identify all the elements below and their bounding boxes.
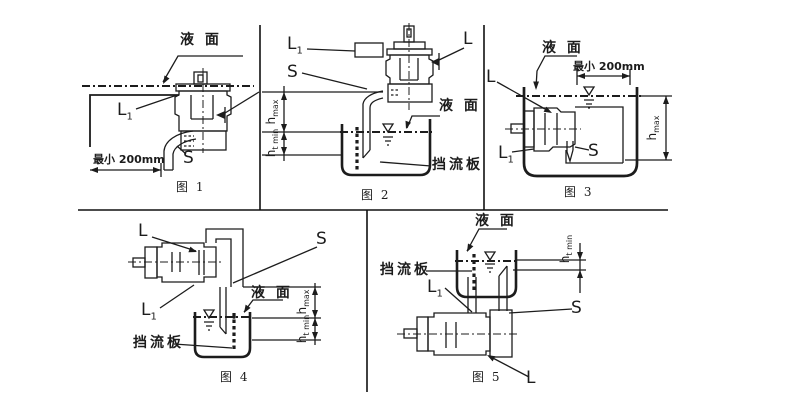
fig2-liquid-label-leader <box>406 115 440 129</box>
fig4-baffle-label: 挡流板 <box>133 335 184 351</box>
fig4-level-symbol <box>202 309 216 320</box>
fig1-liquid-label-leader <box>162 55 243 83</box>
fig5-liquid-label-leader <box>466 228 507 252</box>
fig5-l1-label: L1 <box>427 277 443 300</box>
fig5-hmin-label: ht min <box>557 234 575 264</box>
fig2-drawing <box>262 23 465 177</box>
fig1-caption: 图 1 <box>176 180 206 194</box>
fig4-hmin-label: ht min <box>294 314 312 344</box>
fig3-suction-label: S <box>588 141 599 161</box>
fig1-l1-label: L1 <box>117 100 133 123</box>
fig4-drawing <box>128 228 321 359</box>
fig1-suction-pipe <box>163 130 194 170</box>
fig4-leak-port-label: L <box>138 221 148 241</box>
fig3-l1-leader <box>511 148 535 153</box>
fig2-l-leader <box>438 47 465 61</box>
fig1-drawing <box>82 55 260 177</box>
fig3-suction-chamber <box>565 106 624 164</box>
fig1-port-leader <box>224 91 260 114</box>
fig3-l-leader <box>496 81 546 110</box>
fig2-baffle-leader <box>379 161 432 167</box>
fig3-s-leader <box>574 146 590 151</box>
fig1-l1-leader <box>135 94 178 110</box>
fig4-l-leader <box>151 236 197 252</box>
fig4-baffle-leader <box>173 343 233 349</box>
fig2-liquid-surface-label: 液 面 <box>439 98 481 114</box>
fig5-suction-pipe <box>498 265 508 311</box>
fig4-liquid-label-leader <box>243 299 283 313</box>
fig2-suction-pipe <box>362 90 384 158</box>
fig3-caption: 图 3 <box>564 185 594 199</box>
fig4-liquid-surface-label: 液 面 <box>251 285 293 301</box>
fig5-l-leader <box>488 355 530 378</box>
fig5-leak-port-label: L <box>526 368 536 388</box>
fig5-tank <box>455 250 518 299</box>
fig4-suction-label: S <box>316 229 327 249</box>
fig5-l1-leader <box>444 287 473 313</box>
fig1-leader-arrow <box>163 75 170 84</box>
fig3-tank <box>522 87 639 178</box>
fig3-liquid-surface-label: 液 面 <box>542 40 584 56</box>
fig3-liquid-label-leader <box>535 55 577 89</box>
fig5-liquid-surface-label: 液 面 <box>475 213 517 229</box>
fig3-level-symbol <box>582 86 596 97</box>
fig2-baffle-label: 挡流板 <box>432 157 483 173</box>
fig1-liquid-surface-label: 液 面 <box>180 32 222 48</box>
fig2-tank <box>340 119 432 177</box>
fig2-hmin-label: ht min <box>263 128 281 158</box>
fig2-level-symbol <box>381 123 395 134</box>
fig1-min-distance-label: 最小 200mm <box>93 153 165 166</box>
fig1-port-arrow <box>216 111 225 119</box>
fig3-min-distance-label: 最小 200mm <box>573 60 645 73</box>
fig4-tank <box>193 312 252 359</box>
fig2-suction-label: S <box>287 62 298 82</box>
fig3-leak-port-label: L <box>486 67 496 87</box>
fig1-pump-body <box>174 90 232 132</box>
fig4-pump-body <box>156 242 217 283</box>
fig2-l1-label: L1 <box>287 34 303 57</box>
fig2-pump-lower-body <box>387 83 433 103</box>
fig3-l1-label: L1 <box>498 143 514 166</box>
fig5-s-leader <box>508 308 573 314</box>
panel-dividers <box>78 25 668 392</box>
fig4-suction-pipe <box>219 287 227 335</box>
fig2-port-arrow <box>431 58 439 66</box>
fig4-suction-duct <box>205 228 244 287</box>
fig3-hmax-label: hmax <box>644 115 662 141</box>
fig4-s-leader <box>232 246 318 284</box>
fig4-caption: 图 4 <box>220 370 250 384</box>
fig5-baffle-label: 挡流板 <box>380 262 431 278</box>
fig5-drain-pipe <box>467 277 477 313</box>
fig4-l1-label: L1 <box>141 300 157 323</box>
fig5-level-symbol <box>483 251 497 262</box>
fig4-l1-leader <box>159 284 195 309</box>
fig3-suction-pipe <box>566 141 574 164</box>
fig4-hmax-label: hmax <box>294 289 312 315</box>
fig2-s-leader <box>301 72 368 90</box>
fig2-drain-block <box>354 42 384 58</box>
fig3-drawing <box>496 55 672 178</box>
fig2-caption: 图 2 <box>361 188 391 202</box>
fig1-wall-bracket <box>89 94 179 147</box>
fig5-drawing <box>397 228 586 378</box>
fig1-suction-label: S <box>183 148 194 168</box>
fig2-l1-leader <box>306 48 356 52</box>
fig2-hmax-label: hmax <box>263 99 281 125</box>
fig3-port-arrow <box>543 106 552 113</box>
fig5-caption: 图 5 <box>472 370 502 384</box>
fig5-suction-label: S <box>571 298 582 318</box>
fig2-leak-port-label: L <box>463 29 473 49</box>
fig1-s-leader <box>176 145 187 155</box>
